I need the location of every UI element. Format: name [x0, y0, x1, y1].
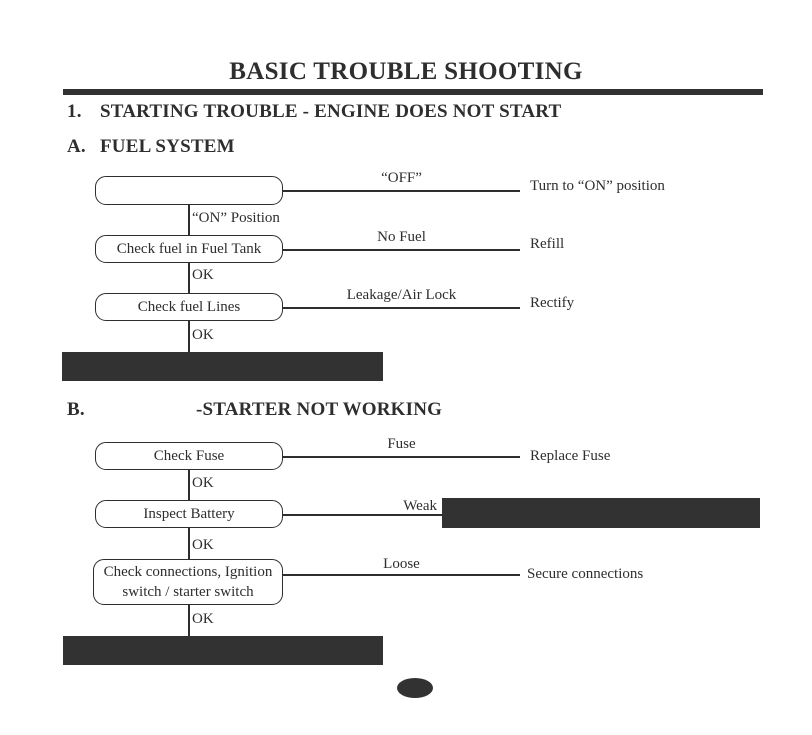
connector-line: [188, 605, 190, 636]
flow-box-check-fuse: Check Fuse: [95, 442, 283, 470]
connector-line: [188, 470, 190, 500]
down-label-ok: OK: [192, 267, 214, 283]
branch-line: [283, 514, 442, 516]
connector-line: [188, 205, 190, 236]
section-b-number: B.: [67, 399, 85, 420]
redacted-bar: [62, 352, 383, 381]
connector-line: [188, 321, 190, 352]
action-refill: Refill: [530, 236, 565, 252]
branch-line: [283, 574, 520, 576]
branch-line: [283, 456, 520, 458]
section-1-number: 1.: [67, 101, 82, 122]
branch-label-weak: Weak: [403, 498, 437, 514]
connector-line: [188, 528, 190, 559]
section-1-title: STARTING TROUBLE - ENGINE DOES NOT START: [100, 101, 562, 122]
branch-line: [283, 249, 520, 251]
action-replace-fuse: Replace Fuse: [530, 448, 611, 464]
action-secure-connections: Secure connections: [527, 566, 644, 582]
branch-label-no-fuel: No Fuel: [377, 229, 426, 245]
redacted-page-number: [397, 678, 433, 698]
flow-box-empty: [95, 176, 283, 205]
page-title: BASIC TROUBLE SHOOTING: [229, 58, 583, 85]
action-rectify: Rectify: [530, 295, 575, 311]
down-label-ok: OK: [192, 537, 214, 553]
section-a-title: FUEL SYSTEM: [100, 136, 235, 157]
title-underline: [63, 89, 763, 95]
down-label-on-position: “ON” Position: [192, 210, 280, 226]
connector-line: [188, 263, 190, 293]
redacted-bar: [63, 636, 383, 665]
branch-label-off: “OFF”: [381, 170, 422, 186]
down-label-ok: OK: [192, 611, 214, 627]
section-b-title: -STARTER NOT WORKING: [196, 399, 443, 420]
down-label-ok: OK: [192, 475, 214, 491]
action-turn-on: Turn to “ON” position: [530, 178, 665, 194]
branch-label-fuse: Fuse: [387, 436, 416, 452]
redacted-bar: [442, 498, 760, 528]
branch-line: [283, 190, 520, 192]
branch-label-leakage: Leakage/Air Lock: [346, 287, 457, 303]
flow-box-check-fuel-tank: Check fuel in Fuel Tank: [95, 235, 283, 263]
flow-box-check-fuel-lines: Check fuel Lines: [95, 293, 283, 321]
branch-line: [283, 307, 520, 309]
flow-box-inspect-battery: Inspect Battery: [95, 500, 283, 528]
branch-label-loose: Loose: [383, 556, 420, 572]
flow-box-check-connections: Check connections, Ignition switch / sta…: [93, 559, 283, 605]
down-label-ok: OK: [192, 327, 214, 343]
section-a-number: A.: [67, 136, 86, 157]
